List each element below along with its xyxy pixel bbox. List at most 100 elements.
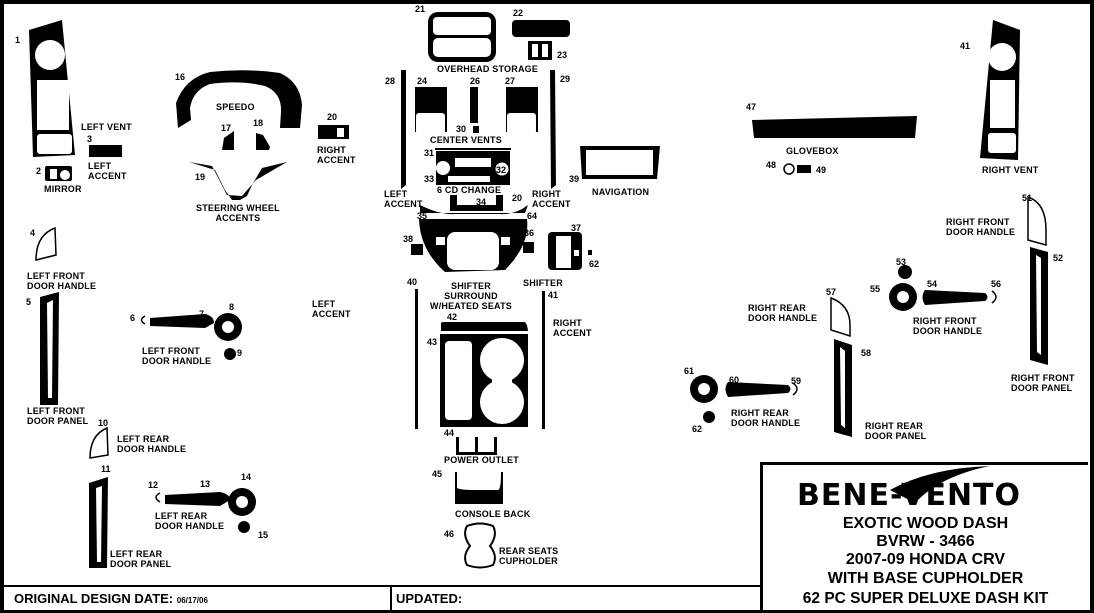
part-49: [797, 165, 811, 173]
part-48: [783, 163, 795, 175]
title-line-5: 62 PC SUPER DELUXE DASH KIT: [802, 590, 1049, 607]
part-steering-accent-17: [222, 131, 234, 150]
part-label: 6 CD CHANGE: [437, 185, 502, 195]
right-border: [1090, 0, 1094, 613]
part-61: [690, 375, 718, 403]
part-number-callout: 14: [241, 472, 252, 482]
part-label: STEERING WHEEL ACCENTS: [196, 203, 280, 223]
part-shifter: [548, 232, 582, 270]
part-59: [792, 382, 798, 396]
part-60: [725, 382, 791, 397]
part-51: [1027, 195, 1047, 246]
title-line-4: WITH BASE CUPHOLDER: [827, 570, 1024, 587]
part-number-callout: 10: [98, 418, 109, 428]
part-34: [450, 195, 503, 211]
part-31: [435, 148, 511, 150]
title-block: BENE-VENTO EXOTIC WOOD DASH BVRW - 3466 …: [760, 462, 1088, 613]
part-label: POWER OUTLET: [444, 455, 519, 465]
part-number-callout: 20: [512, 193, 523, 203]
part-label: RIGHT VENT: [982, 165, 1039, 175]
part-label: SHIFTER SURROUND W/HEATED SEATS: [430, 281, 512, 311]
part-label: LEFT ACCENT: [88, 161, 127, 181]
part-number-callout: 22: [513, 8, 524, 18]
part-cupholder-43: [440, 334, 528, 427]
part-label: MIRROR: [44, 184, 82, 194]
part-number-callout: 41: [548, 290, 559, 300]
design-date-value: 06/17/06: [176, 596, 208, 605]
part-number-callout: 48: [766, 160, 777, 170]
part-label: CONSOLE BACK: [455, 509, 531, 519]
part-55: [889, 283, 917, 311]
part-number-callout: 45: [432, 469, 443, 479]
part-number-callout: 64: [527, 211, 538, 221]
part-label: LEFT REAR DOOR PANEL: [110, 549, 172, 569]
part-number-callout: 5: [26, 297, 32, 307]
part-overhead-storage: [428, 12, 496, 62]
part-57: [830, 296, 851, 338]
part-number-callout: 13: [200, 479, 211, 489]
part-left-vent: [29, 20, 75, 157]
part-number-callout: 49: [816, 165, 827, 175]
part-number-callout: 60: [729, 375, 740, 385]
updated-label: UPDATED:: [396, 591, 463, 606]
part-9: [224, 348, 236, 360]
part-54: [922, 290, 988, 305]
part-number-callout: 34: [476, 197, 487, 207]
part-label: GLOVEBOX: [786, 146, 839, 156]
part-13: [165, 492, 230, 506]
part-23: [528, 41, 552, 60]
part-number-callout: 4: [30, 228, 36, 238]
part-number-callout: 62: [589, 259, 600, 269]
part-number-callout: 47: [746, 102, 757, 112]
part-number-callout: 23: [557, 50, 568, 60]
part-number-callout: 32: [496, 165, 507, 175]
part-label: RIGHT FRONT DOOR HANDLE: [946, 217, 1016, 237]
part-30: [473, 126, 479, 133]
part-number-callout: 7: [199, 309, 205, 319]
part-number-callout: 55: [870, 284, 881, 294]
part-number-callout: 58: [861, 348, 872, 358]
part-rear-cupholder: [464, 522, 496, 569]
part-label: LEFT ACCENT: [312, 299, 351, 319]
part-number-callout: 24: [417, 76, 428, 86]
part-number-callout: 8: [229, 302, 235, 312]
part-label: LEFT REAR DOOR HANDLE: [117, 434, 187, 454]
part-label: LEFT FRONT DOOR HANDLE: [27, 271, 97, 291]
part-number-callout: 12: [148, 480, 159, 490]
part-14: [228, 488, 256, 516]
part-center-vent-24: [415, 87, 447, 134]
part-number-callout: 11: [101, 464, 111, 474]
part-label: RIGHT ACCENT: [532, 189, 571, 209]
part-15: [238, 521, 250, 533]
part-6: [140, 315, 146, 325]
part-4: [35, 226, 57, 261]
part-number-callout: 39: [569, 174, 580, 184]
part-40: [415, 289, 418, 429]
part-label: LEFT ACCENT: [384, 189, 423, 209]
part-mirror: [45, 166, 72, 181]
part-label: RIGHT FRONT DOOR HANDLE: [913, 316, 983, 336]
part-label: SHIFTER: [523, 278, 563, 288]
part-label: LEFT FRONT DOOR PANEL: [27, 406, 89, 426]
part-number-callout: 9: [237, 348, 243, 358]
part-shifter-surround: [419, 219, 528, 272]
part-right-vent: [980, 20, 1020, 160]
part-label: RIGHT ACCENT: [553, 318, 592, 338]
part-steering-accent-18: [256, 133, 270, 150]
part-label: LEFT REAR DOOR HANDLE: [155, 511, 225, 531]
top-border: [0, 0, 1094, 4]
footer-divider: [390, 585, 392, 613]
part-label: RIGHT REAR DOOR PANEL: [865, 421, 927, 441]
part-number-callout: 31: [424, 148, 435, 158]
title-line-1: EXOTIC WOOD DASH: [842, 515, 1009, 532]
part-10: [89, 426, 109, 459]
part-12: [155, 492, 161, 503]
part-radio-6cd: [436, 151, 510, 185]
original-design-date: ORIGINAL DESIGN DATE: 06/17/06: [14, 591, 208, 609]
part-label: NAVIGATION: [592, 187, 650, 197]
part-navigation: [580, 146, 660, 179]
footer-rule: [0, 585, 762, 587]
part-42: [441, 322, 528, 331]
part-speedo: [176, 70, 302, 128]
part-22: [512, 20, 570, 37]
